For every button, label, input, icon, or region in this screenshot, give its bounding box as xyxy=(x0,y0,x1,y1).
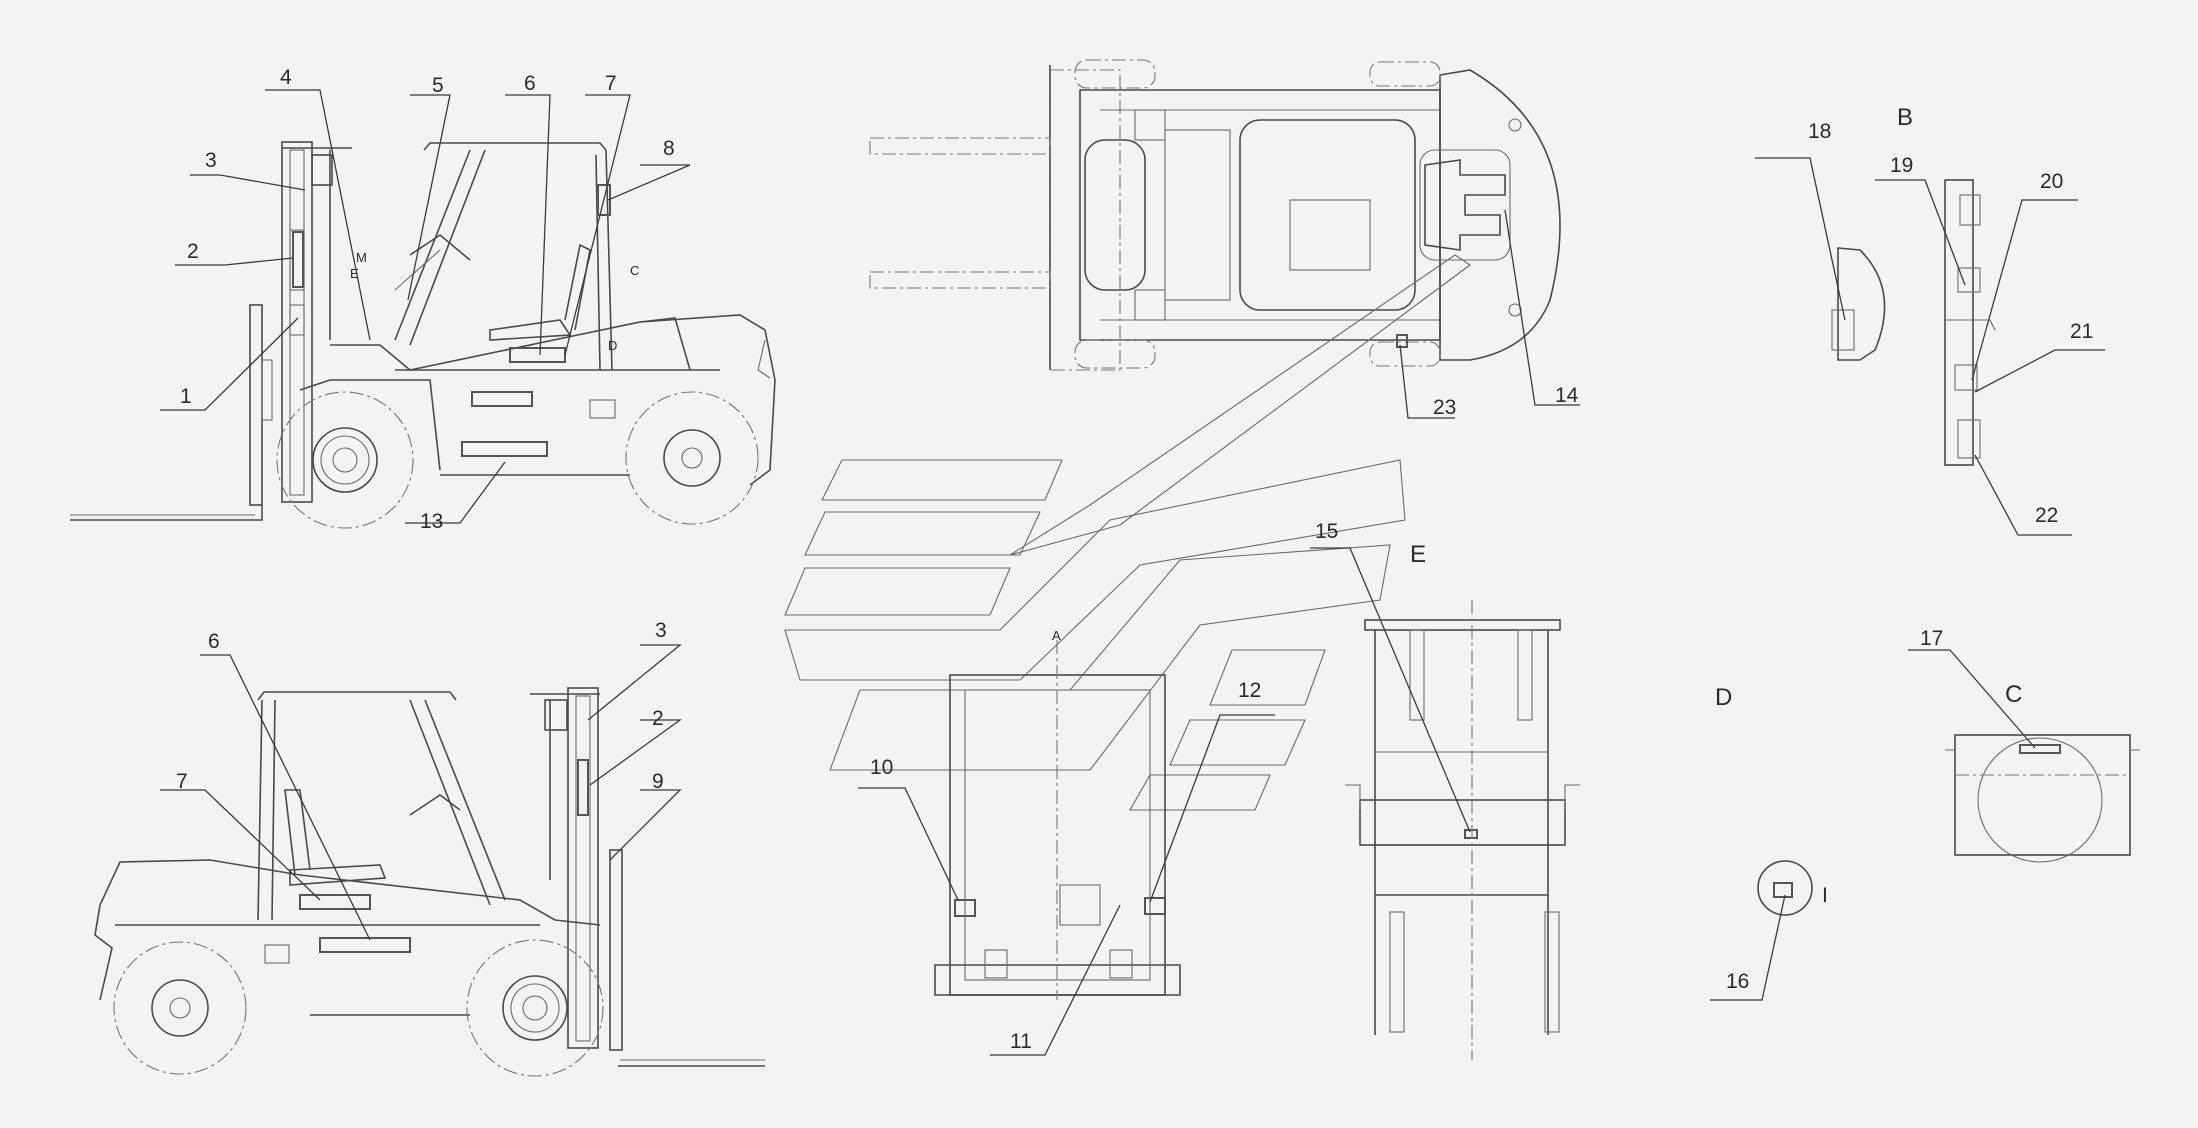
callout-23: 23 xyxy=(1433,396,1456,419)
mark-m: M xyxy=(356,250,367,265)
forklift-left-side-view: E M C D 1 2 3 4 5 6 7 8 13 xyxy=(70,66,776,533)
callout-17: 17 xyxy=(1920,627,1943,650)
callout-14: 14 xyxy=(1555,384,1579,407)
callout-10: 10 xyxy=(870,756,893,779)
callout-2b: 2 xyxy=(652,707,664,730)
callout-19: 19 xyxy=(1890,154,1913,177)
callout-1: 1 xyxy=(180,385,192,408)
mark-d: D xyxy=(608,338,617,353)
forklift-right-side-view: 6 7 3 2 9 xyxy=(94,619,765,1077)
view-c-detail: C 17 xyxy=(1908,627,2140,863)
callout-11: 11 xyxy=(1010,1030,1032,1053)
mark-i: I xyxy=(1822,884,1828,907)
view-label-c: C xyxy=(2005,681,2022,708)
callout-18: 18 xyxy=(1808,120,1831,143)
callout-22: 22 xyxy=(2035,504,2058,527)
callout-2: 2 xyxy=(187,240,199,263)
callout-12: 12 xyxy=(1238,679,1261,702)
view-e-overhead-guard: E 15 xyxy=(1310,520,1580,1060)
callout-9: 9 xyxy=(652,770,664,793)
view-b-detail: B 18 19 20 21 22 xyxy=(1755,104,2105,536)
callout-5: 5 xyxy=(432,74,444,97)
callout-21: 21 xyxy=(2070,320,2093,343)
callout-8: 8 xyxy=(663,137,675,160)
callout-3: 3 xyxy=(205,149,217,172)
callout-3b: 3 xyxy=(655,619,667,642)
view-d-detail: D I 16 xyxy=(1710,684,1828,1001)
callout-16: 16 xyxy=(1726,970,1749,993)
decal-guide: A 10 11 12 xyxy=(784,254,1471,1056)
callout-20: 20 xyxy=(2040,170,2063,193)
callout-6b: 6 xyxy=(208,630,220,653)
callout-7: 7 xyxy=(605,72,617,95)
view-label-e: E xyxy=(1410,541,1426,568)
callout-15: 15 xyxy=(1315,520,1338,543)
view-label-b: B xyxy=(1897,104,1913,131)
mark-e: E xyxy=(350,266,359,281)
callout-6: 6 xyxy=(524,72,536,95)
callout-7b: 7 xyxy=(176,770,188,793)
view-label-d: D xyxy=(1715,684,1732,711)
mark-c: C xyxy=(630,263,639,278)
callout-13: 13 xyxy=(420,510,443,533)
forklift-top-view: 14 23 xyxy=(869,59,1580,419)
callout-4: 4 xyxy=(280,66,292,89)
mark-a: A xyxy=(1052,628,1061,643)
